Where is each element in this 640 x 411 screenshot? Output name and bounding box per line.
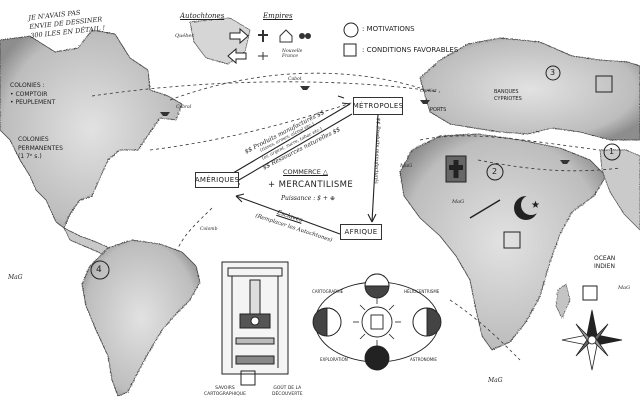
north-america-landmass [0,29,183,229]
ameriques-box: AMÉRIQUES [195,172,239,188]
number-1: 1 [609,147,615,156]
crescent-symbol [514,195,541,220]
ocean-line-1: OCEAN [594,255,616,262]
mag-label-4: MaG [488,377,503,384]
colonies-perm-line-1: COLONIES [18,136,49,143]
cross-symbol [445,155,467,183]
europe-label-ports: PORTS [430,107,447,113]
legend-conditions-label: : CONDITIONS FAVORABLES [362,46,459,54]
cartographie-label: CARTOGRAPHIE [312,289,344,294]
savoirs-line-2: CARTOGRAPHIQUE [204,391,246,397]
arrow-afrique-to-ameriques [235,195,341,235]
motivation-legend-circle [343,22,359,38]
colonies-note-line-1: COLONIES : [10,82,45,89]
legend-empires-label: Empires [263,12,293,20]
legend-nouvelle-france-label: Nouvelle France [282,49,303,59]
heliocentrisme-label: HÉLIOCENTRISME [404,289,440,294]
legend-icons [258,29,311,60]
colonies-note-line-2: • COMPTOIR [10,90,48,98]
colonies-note-line-3: • PEUPLEMENT [10,99,56,107]
square-2-box [240,370,256,386]
arrow-metropoles-to-ameriques [231,113,353,185]
circle-3-marker [545,65,561,81]
circle-1-marker [603,143,621,161]
metropoles-box: MÉTROPOLES [353,97,403,115]
arrow-ameriques-to-metropoles [227,103,351,177]
europe-label-cypriotes: CYPRIOTES [494,96,522,102]
savoirs-label: SAVOIRS CARTOGRAPHIQUE [204,386,246,398]
boat-label-cabral: Cabral [176,105,192,110]
colonies-note: COLONIES : • COMPTOIR • PEUPLEMENT [10,82,55,108]
colonies-perm-line-3: (1 7ᵉ s.) [18,153,42,161]
circle-2-marker [486,163,504,181]
mercantilisme-label: + MERCANTILISME [268,180,354,190]
arrow-metropoles-to-afrique [371,113,379,223]
legend-autochtones-label: Autochtones [180,12,225,20]
europe-label-banques: BANQUES [494,89,519,95]
south-america-landmass [81,239,201,397]
colonies-perm-line-2: PERMANENTES [18,144,63,152]
gout-line-2: DÉCOUVERTE [272,391,303,397]
ocean-indien-label: OCEAN INDIEN [594,255,615,271]
arabia-india-landmass [599,149,640,231]
printing-press-drawing [221,261,289,375]
commerce-label: COMMERCE △ [283,168,328,176]
colonies-permanentes-note: COLONIES PERMANENTES (1 7ᵉ s.) [18,136,63,162]
mag-label-3: MaG [452,199,465,205]
legend-arrows [227,27,249,65]
africa-landmass [399,133,607,351]
legend-quebec-label: Québec [175,33,195,39]
mag-label-1: MaG [8,274,23,281]
savoirs-line-1: SAVOIRS [215,386,235,391]
boat-label-cartier: Cartier [420,89,437,94]
number-3: 3 [550,68,556,77]
legend-motivations-label: : MOTIVATIONS [362,25,415,33]
astronomie-label: ASTRONOMIE [410,357,437,362]
voyage-routes [91,72,621,361]
gout-label: GOÛT DE LA DÉCOUVERTE [272,386,303,398]
number-4: 4 [96,265,102,275]
boat-label-colomb: Colomb [200,227,218,232]
madagascar [555,283,571,319]
circle-4-marker [90,260,110,280]
ocean-line-2: INDIEN [594,262,615,270]
condition-legend-square [343,43,357,57]
trade-triangle-arrows [227,95,379,235]
compass-rose [561,309,623,371]
mag-label-2: MaG [400,163,413,169]
trade-metro-afrique-label: $$ Produits manufacturés [372,117,381,184]
exploration-label: EXPLORATION [320,357,348,362]
mag-label-5: MaG [618,285,631,291]
europe-landmass [419,37,640,141]
square-3-box [582,285,598,301]
number-2: 2 [492,167,498,176]
puissance-label: Puissance : $ + ⊕ [281,195,335,202]
heliocentrism-diagram [312,273,442,371]
gout-line-1: GOÛT DE LA [273,386,302,391]
boats [160,86,570,164]
afrique-box: AFRIQUE [340,224,382,240]
square-down-arrow [503,231,521,249]
square-5-box [595,75,613,93]
boat-label-cabot: Cabot [288,77,302,82]
